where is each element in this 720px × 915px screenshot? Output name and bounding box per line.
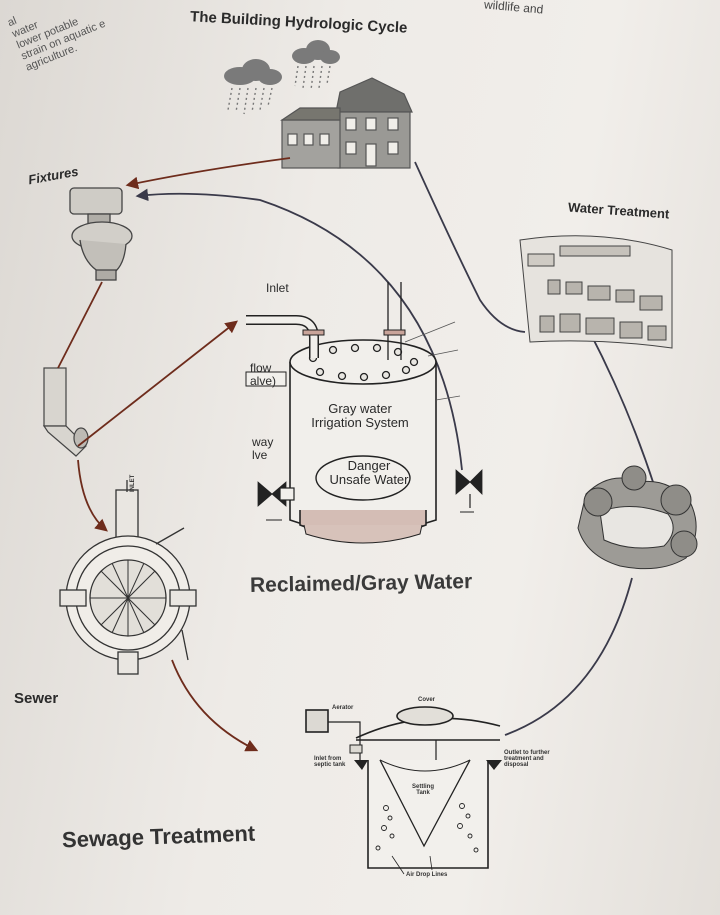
label-line: Irrigation System: [311, 415, 409, 430]
label-line: Unsafe Water: [329, 472, 409, 487]
label-line: Outlet to further: [504, 750, 550, 756]
rain-cloud-right: [292, 40, 340, 91]
label-line: treatment and: [504, 756, 544, 762]
house-to-fixtures-arrow: [125, 157, 291, 190]
house-to-treatment-line: [414, 161, 526, 333]
toilet-to-pipe-line: [57, 281, 103, 369]
sewer-inlet-label: INLET: [130, 474, 136, 492]
graywater-tank: [245, 282, 483, 544]
sewer-to-treatment-arrow: [171, 659, 259, 752]
label-line: lve: [252, 448, 268, 462]
tank-flow-valve-label: flow alve): [250, 362, 276, 388]
tank-way-valve-label: way lve: [252, 436, 273, 462]
house-icon: [280, 77, 413, 169]
tank-to-fixtures-line: [135, 188, 463, 471]
pipe-to-graywater-arrow: [77, 320, 238, 447]
label-line: alve): [250, 374, 277, 388]
label-line: Inlet from: [314, 756, 342, 762]
sewage-to-pond-line: [504, 577, 633, 736]
outlet-label: Outlet to further treatment and disposal: [504, 750, 550, 768]
cover-label: Cover: [418, 697, 436, 703]
air-drop-lines-label: Air Drop Lines: [406, 872, 448, 878]
tank-system-name: Gray water Irrigation System: [300, 402, 420, 430]
sewage-treatment-tank: [305, 706, 502, 875]
wastewater-flow-arrows: [57, 157, 291, 752]
tank-inlet-label: Inlet: [266, 281, 289, 295]
tank-warning-label: Danger Unsafe Water: [316, 459, 422, 487]
label-line: Danger: [347, 458, 391, 473]
rain-cloud-left: [224, 59, 282, 115]
label-line: Tank: [416, 790, 430, 796]
drain-pipe: [42, 367, 89, 457]
toilet-icon: [69, 187, 133, 281]
label-line: Gray water: [328, 401, 392, 416]
settling-tank-label: Settling Tank: [412, 784, 434, 796]
sewer-label: Sewer: [14, 690, 59, 707]
pond-trees-icon: [577, 465, 698, 570]
label-line: septic tank: [314, 762, 346, 768]
sewer-manhole-icon: [59, 480, 197, 675]
pipe-to-sewer-arrow: [77, 459, 108, 532]
label-line: Settling: [412, 784, 434, 790]
label-line: flow: [250, 361, 272, 375]
water-treatment-plant-icon: [519, 235, 673, 349]
aerator-label: Aerator: [332, 705, 354, 711]
septic-inlet-label: Inlet from septic tank: [314, 756, 345, 768]
label-line: disposal: [504, 762, 529, 768]
reclaimed-gray-water-label: Reclaimed/Gray Water: [249, 570, 473, 597]
label-line: way: [252, 435, 274, 449]
